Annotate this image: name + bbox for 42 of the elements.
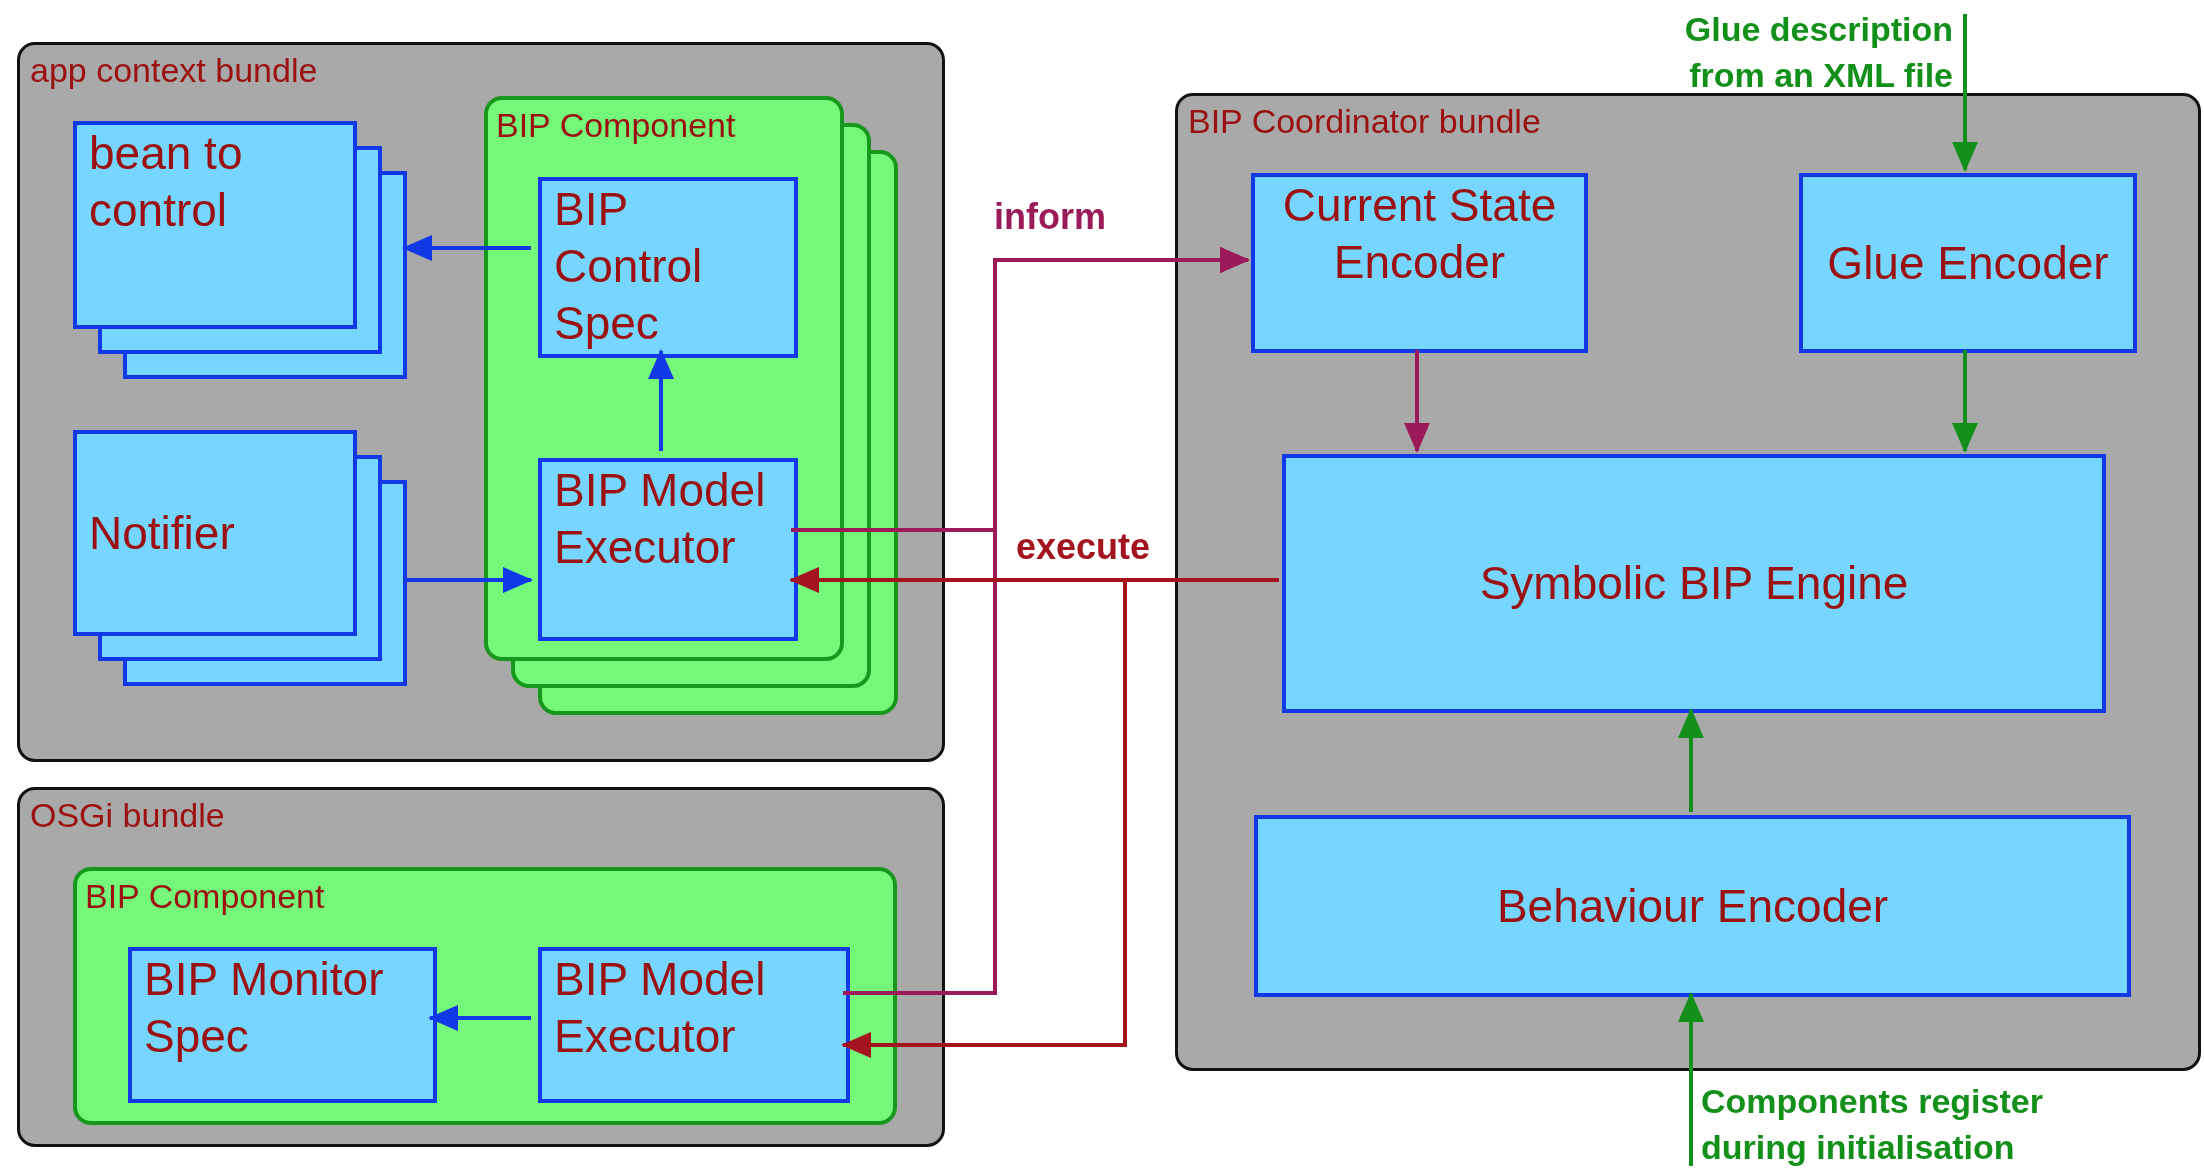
panel-title: BIP Component <box>496 106 736 145</box>
note-text: Components register during initialisation <box>1700 1081 2044 1168</box>
arrow <box>402 235 531 261</box>
process-box <box>73 430 357 636</box>
process-box <box>1282 454 2106 713</box>
arrow <box>1952 350 1978 453</box>
box-label: BIP Control Spec <box>554 182 704 351</box>
box-label: BIP Model Executor <box>554 463 767 575</box>
process-box <box>128 947 437 1103</box>
arrow <box>1404 350 1430 453</box>
panel-title: OSGi bundle <box>30 796 225 835</box>
box-label: Glue Encoder <box>1827 235 2109 291</box>
box-label: bean to control <box>89 126 244 238</box>
component-panel <box>73 867 897 1125</box>
arrow <box>648 349 674 451</box>
process-box <box>538 458 798 641</box>
process-box <box>1799 173 2137 353</box>
bundle-panel <box>1175 93 2201 1071</box>
process-box <box>538 947 850 1103</box>
process-box <box>1254 815 2131 997</box>
box-label: Behaviour Encoder <box>1496 878 1889 934</box>
process-box <box>73 121 357 329</box>
box-label: Notifier <box>89 505 235 561</box>
bundle-panel <box>17 42 945 762</box>
panel-title: app context bundle <box>30 51 318 90</box>
note-text: Glue description from an XML file <box>1683 9 1954 96</box>
box-label: BIP Monitor Spec <box>144 952 385 1064</box>
arrow <box>843 247 1250 995</box>
process-box <box>538 177 798 358</box>
panel-title: BIP Component <box>85 877 325 916</box>
arrow <box>1678 708 1704 812</box>
bundle-panel <box>17 787 945 1147</box>
arrow <box>1952 14 1978 172</box>
panel-title: BIP Coordinator bundle <box>1188 102 1541 141</box>
box-label: Symbolic BIP Engine <box>1479 556 1909 611</box>
process-box <box>1251 173 1588 353</box>
arrow <box>1678 992 1704 1166</box>
box-label: BIP Model Executor <box>554 952 767 1064</box>
arrow <box>428 1005 531 1031</box>
component-panel <box>484 96 844 661</box>
arrow <box>404 567 533 593</box>
box-label: Current State Encoder <box>1281 178 1558 290</box>
